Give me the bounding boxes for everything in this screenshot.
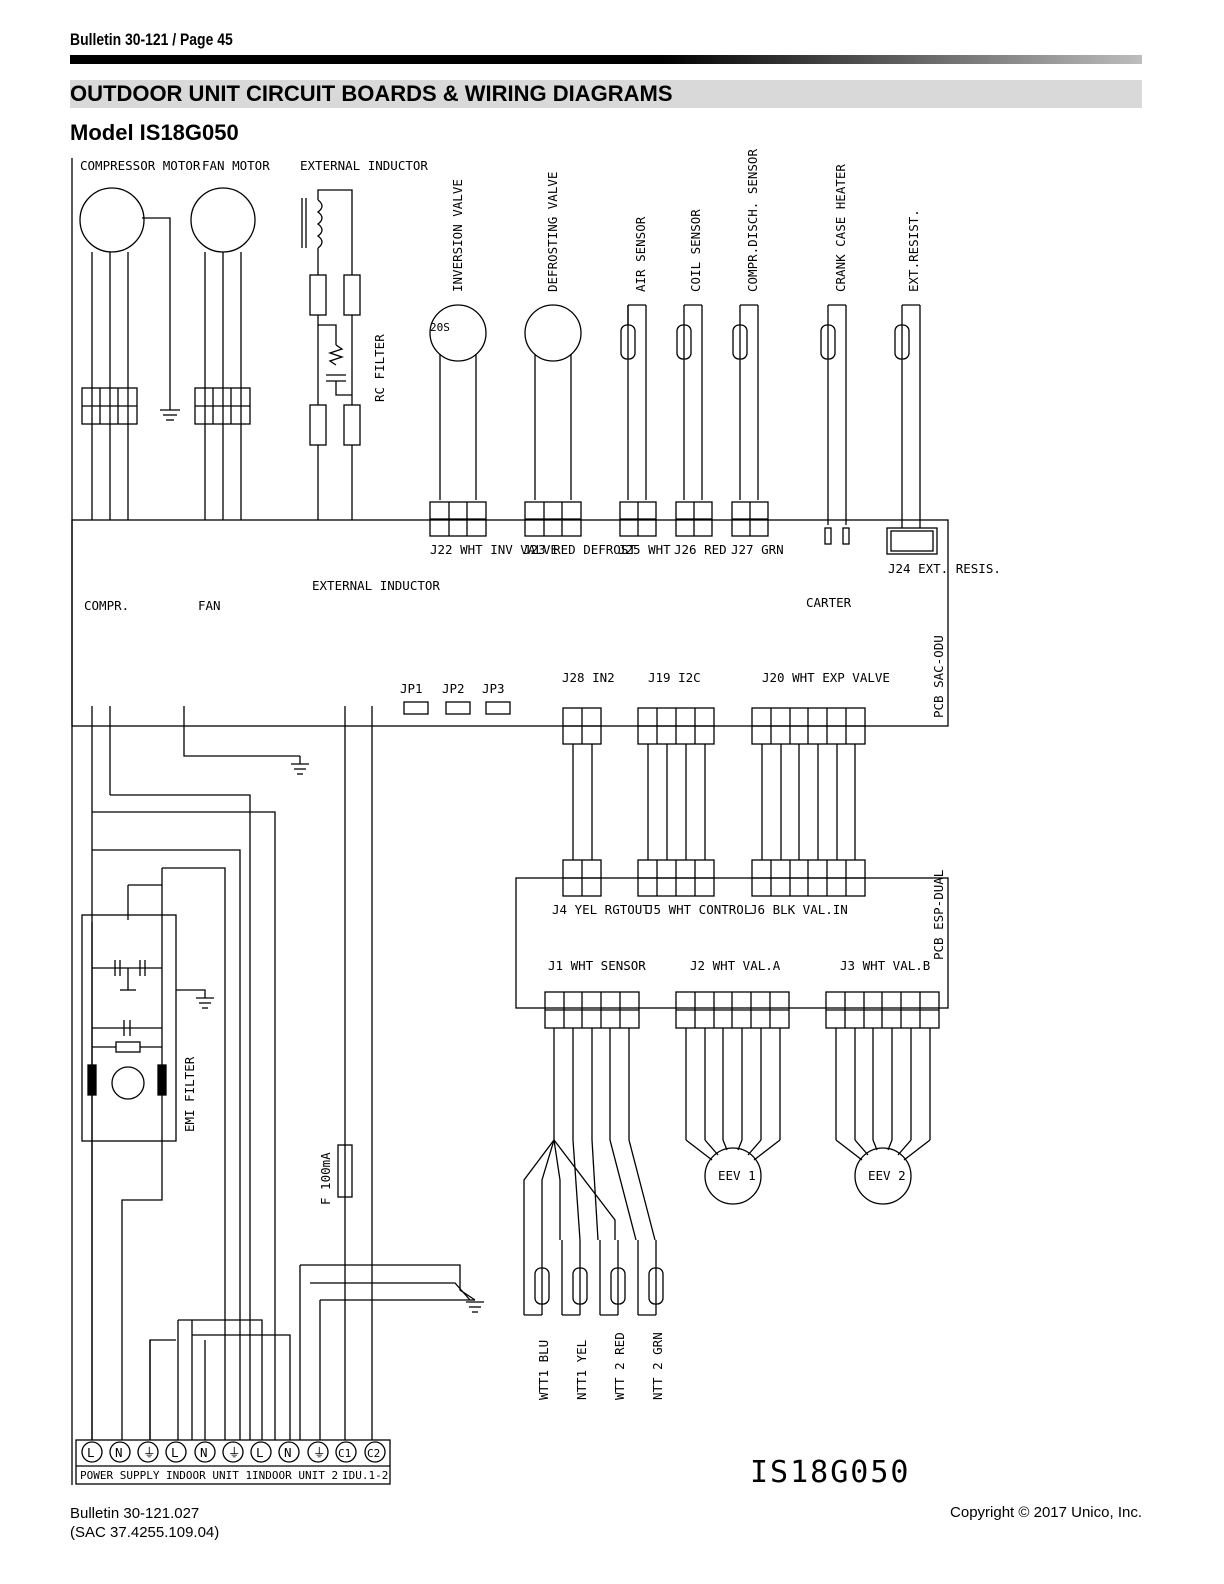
model-code: IS18G050: [750, 1455, 911, 1490]
terminal-3: ⏚: [143, 1445, 156, 1460]
terminal-2: N: [115, 1445, 123, 1460]
group-power-supply: POWER SUPPLY: [80, 1469, 160, 1482]
j25-label: J25 WHT: [618, 542, 671, 557]
terminal-6: ⏚: [228, 1445, 241, 1460]
fan-motor-label: FAN MOTOR: [202, 158, 270, 173]
header-rule: [70, 55, 1142, 64]
terminal-1: L: [87, 1445, 95, 1460]
j19-label: J19 I2C: [648, 670, 701, 685]
j22-label: J22 WHT INV VALVE: [430, 542, 558, 557]
carter-label: CARTER: [806, 595, 852, 610]
crank-case-heater-label: CRANK CASE HEATER: [833, 164, 848, 292]
footer-bulletin: Bulletin 30-121.027: [70, 1505, 200, 1522]
air-sensor-label: AIR SENSOR: [633, 216, 648, 292]
j24-label: J24 EXT. RESIS.: [888, 561, 1001, 576]
section-title: OUTDOOR UNIT CIRCUIT BOARDS & WIRING DIA…: [70, 80, 1142, 108]
compr-label: COMPR.: [84, 598, 129, 613]
group-idu12: IDU.1-2: [342, 1469, 388, 1482]
eev1-label: EEV 1: [718, 1168, 756, 1183]
esp-j4-label: J4 YEL RGTOUT: [552, 902, 650, 917]
compressor-motor-label: COMPRESSOR MOTOR: [80, 158, 201, 173]
j23-label: J23 RED DEFROST: [523, 542, 636, 557]
bulletin-header: Bulletin 30-121 / Page 45: [70, 30, 233, 49]
jp1-label: JP1: [400, 681, 423, 696]
pcb-sac-odu-label: PCB SAC-ODU: [931, 635, 946, 718]
pcb-esp-dual-label: PCB ESP-DUAL: [931, 870, 946, 960]
coil-sensor-label: COIL SENSOR: [688, 209, 703, 292]
j28-label: J28 IN2: [562, 670, 615, 685]
j27-label: J27 GRN: [731, 542, 784, 557]
rc-filter-label: RC FILTER: [372, 334, 387, 402]
terminal-5: N: [200, 1445, 208, 1460]
terminal-10: C1: [338, 1447, 351, 1460]
ext-resist-label: EXT.RESIST.: [906, 209, 921, 292]
terminal-11: C2: [367, 1447, 380, 1460]
odu-ext-inductor-label: EXTERNAL INDUCTOR: [312, 578, 440, 593]
sensor-wtt2-label: WTT 2 RED: [612, 1332, 627, 1400]
external-inductor-label: EXTERNAL INDUCTOR: [300, 158, 428, 173]
emi-filter-label: EMI FILTER: [182, 1056, 197, 1132]
fan-label: FAN: [198, 598, 221, 613]
valve-20s-label: 20S: [430, 321, 450, 334]
group-indoor-unit-2: INDOOR UNIT 2: [252, 1469, 338, 1482]
esp-j2-label: J2 WHT VAL.A: [690, 958, 781, 973]
terminal-8: N: [284, 1445, 292, 1460]
inversion-valve-label: INVERSION VALVE: [450, 179, 465, 292]
sensor-wtt1-label: WTT1 BLU: [536, 1340, 551, 1400]
model-title: Model IS18G050: [70, 120, 239, 145]
j26-label: J26 RED: [674, 542, 727, 557]
terminal-4: L: [171, 1445, 179, 1460]
fuse-label: F 100mA: [318, 1152, 333, 1205]
jp2-label: JP2: [442, 681, 465, 696]
esp-j1-label: J1 WHT SENSOR: [548, 958, 646, 973]
sensor-ntt1-label: NTT1 YEL: [574, 1340, 589, 1400]
terminal-9: ⏚: [313, 1445, 326, 1460]
terminal-7: L: [256, 1445, 264, 1460]
footer-left: Bulletin 30-121.027 (SAC 37.4255.109.04): [70, 1504, 219, 1542]
jp3-label: JP3: [482, 681, 505, 696]
esp-j6-label: J6 BLK VAL.IN: [750, 902, 848, 917]
compr-disch-sensor-label: COMPR.DISCH. SENSOR: [745, 149, 760, 292]
eev2-label: EEV 2: [868, 1168, 906, 1183]
group-indoor-unit-1: INDOOR UNIT 1: [166, 1469, 252, 1482]
j20-label: J20 WHT EXP VALVE: [762, 670, 890, 685]
esp-j5-label: J5 WHT CONTROL: [646, 902, 751, 917]
sensor-ntt2-label: NTT 2 GRN: [650, 1332, 665, 1400]
esp-j3-label: J3 WHT VAL.B: [840, 958, 930, 973]
footer-copyright: Copyright © 2017 Unico, Inc.: [950, 1504, 1142, 1521]
footer-sac: (SAC 37.4255.109.04): [70, 1524, 220, 1541]
defrosting-valve-label: DEFROSTING VALVE: [545, 172, 560, 292]
